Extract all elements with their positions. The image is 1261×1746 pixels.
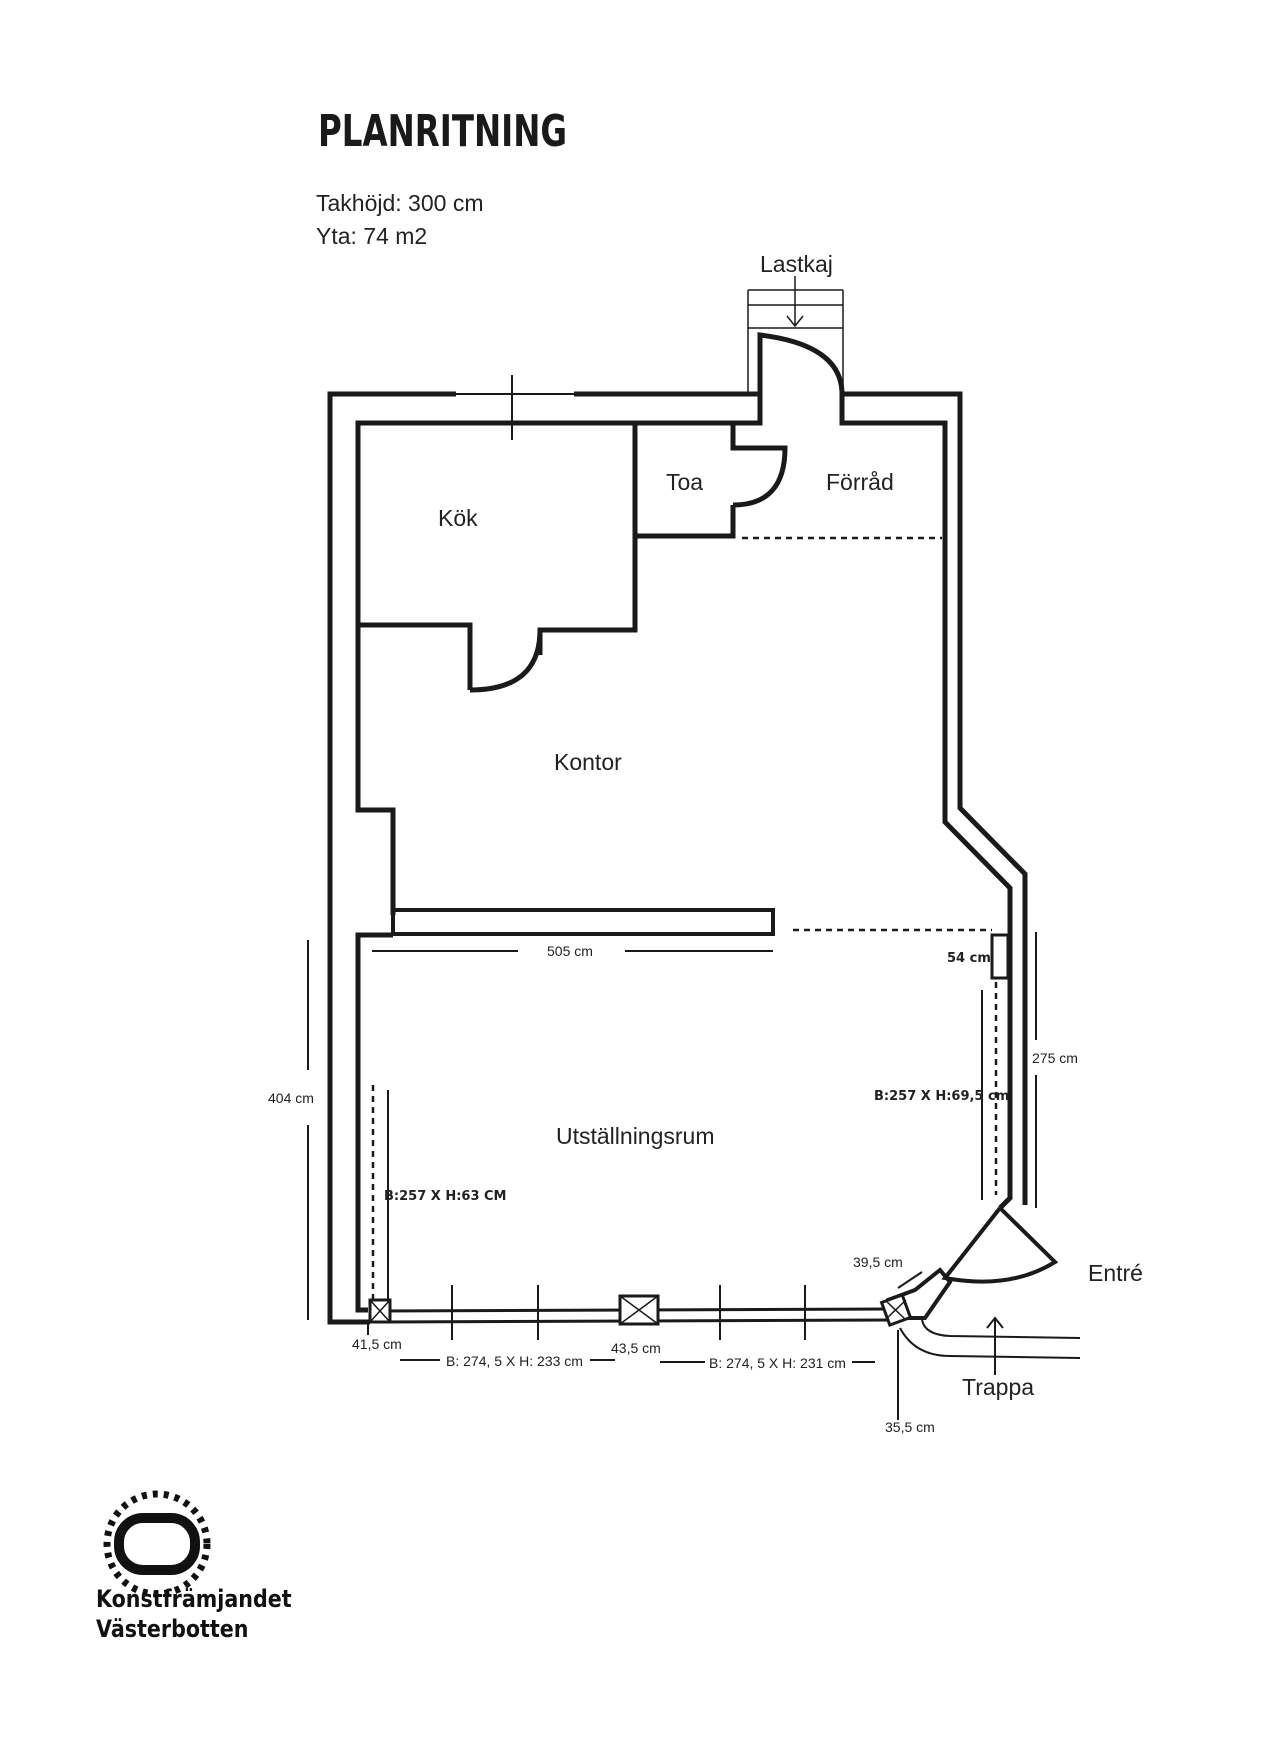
dim-505-label: 505 cm [547, 943, 593, 959]
label-stairs: Trappa [962, 1374, 1034, 1400]
room-toilet: Toa [666, 469, 703, 495]
dim-35-5-label: 35,5 cm [885, 1419, 935, 1435]
dim-43-5-label: 43,5 cm [611, 1340, 661, 1356]
dim-bottom-left-label: B: 274, 5 X H: 233 cm [446, 1353, 583, 1369]
kitchen-bottom-wall [358, 622, 473, 690]
dim-39-5 [897, 1271, 923, 1289]
right-inner-wall [839, 394, 1013, 1210]
lastkaj-door [757, 332, 845, 395]
post-middle [618, 1294, 660, 1326]
label-entrance: Entré [1088, 1260, 1143, 1286]
room-storage: Förråd [826, 469, 894, 495]
area: Yta: 74 m2 [316, 223, 428, 249]
stairs-lines [899, 1319, 1081, 1359]
label-lastkaj: Lastkaj [760, 251, 833, 277]
post-right [879, 1293, 913, 1327]
dim-right-window-label: B:257 X H:69,5 cm [874, 1089, 1009, 1104]
ceiling-height: Takhöjd: 300 cm [316, 190, 484, 216]
ticks-bottom [451, 1285, 806, 1340]
outer-wall-top-right2 [842, 391, 1028, 1205]
logo-line2: Västerbotten [96, 1615, 249, 1643]
dim-54-box [990, 933, 1010, 980]
kitchen-wall-right [537, 423, 638, 655]
lastkaj-arrow [786, 276, 804, 328]
room-kitchen: Kök [438, 505, 478, 531]
toilet-left [730, 423, 760, 451]
stairs-arrow [986, 1316, 1004, 1375]
entry-door [941, 1206, 1059, 1284]
room-office: Kontor [554, 749, 622, 775]
konstframjandet-logo-icon [103, 1490, 211, 1598]
kitchen-wall-inner [355, 625, 396, 915]
dim-41-5-label: 41,5 cm [352, 1336, 402, 1352]
dim-left-window-label: B:257 X H:63 CM [384, 1189, 507, 1204]
toilet-box [635, 420, 760, 539]
page-title: PLANRITNING [318, 106, 568, 157]
post-left [368, 1298, 392, 1324]
dim-54-label: 54 cm [947, 951, 991, 966]
outer-wall-inner [355, 394, 763, 625]
logo-line1: Konstfrämjandet [96, 1585, 292, 1613]
toilet-door-arc [732, 445, 788, 508]
room-exhibition: Utställningsrum [556, 1123, 715, 1149]
dim-39-5-label: 39,5 cm [853, 1254, 903, 1270]
kitchen-door-arc [467, 625, 543, 693]
left-wall-inner [355, 932, 393, 1313]
partition-wall [391, 908, 775, 936]
outer-wall-outer [327, 391, 456, 1325]
dim-404-label: 404 cm [268, 1090, 314, 1106]
dim-275-label: 275 cm [1032, 1050, 1078, 1066]
dim-bottom-right-label: B: 274, 5 X H: 231 cm [709, 1355, 846, 1371]
